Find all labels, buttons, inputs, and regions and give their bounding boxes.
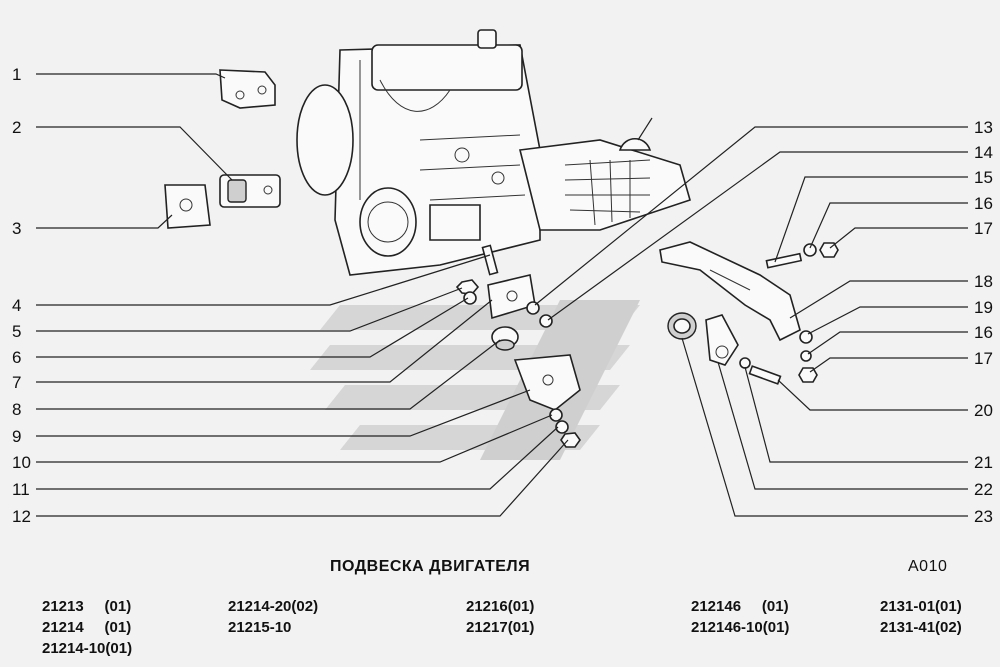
small-hardware-center bbox=[526, 301, 581, 448]
part-1-bracket bbox=[219, 69, 276, 109]
callouts-right: 13 14 15 16 17 18 19 16 17 20 21 22 23 bbox=[974, 118, 993, 526]
callout-2: 2 bbox=[12, 118, 21, 137]
callout-10: 10 bbox=[12, 453, 31, 472]
callout-16b: 16 bbox=[974, 323, 993, 342]
callouts-left: 1 2 3 4 5 6 7 8 9 10 11 12 bbox=[12, 65, 31, 526]
part-2-cushion bbox=[219, 174, 281, 208]
part-20-bolt bbox=[748, 365, 782, 385]
model-item: 21213 (01) bbox=[42, 598, 132, 615]
callout-14: 14 bbox=[974, 143, 993, 162]
callout-20: 20 bbox=[974, 401, 993, 420]
callout-11: 11 bbox=[12, 480, 30, 499]
model-item: 21215-10 bbox=[228, 619, 292, 636]
model-item: 212146-10(01) bbox=[691, 619, 790, 636]
model-item: 21214 (01) bbox=[42, 619, 132, 636]
callout-16: 16 bbox=[974, 194, 993, 213]
callout-8: 8 bbox=[12, 400, 21, 419]
part-support-bracket bbox=[513, 354, 581, 411]
callout-12: 12 bbox=[12, 507, 31, 526]
models-col-2: 21214-20(02) 21215-10 bbox=[228, 596, 318, 638]
part-3-plate bbox=[164, 184, 211, 229]
model-item: 212146 (01) bbox=[691, 598, 789, 615]
callout-19: 19 bbox=[974, 298, 993, 317]
models-col-1: 21213 (01) 21214 (01) 21214-10(01) bbox=[42, 596, 132, 659]
callout-21: 21 bbox=[974, 453, 993, 472]
leader-lines bbox=[36, 73, 968, 517]
callout-18: 18 bbox=[974, 272, 993, 291]
part-23-cushion bbox=[667, 312, 697, 340]
callout-9: 9 bbox=[12, 427, 21, 446]
callout-1: 1 bbox=[12, 65, 21, 84]
model-item: 21214-20(02) bbox=[228, 598, 319, 615]
small-hardware-right bbox=[798, 242, 839, 383]
part-21-washer bbox=[739, 357, 751, 369]
callout-6: 6 bbox=[12, 348, 21, 367]
part-22-bracket bbox=[705, 314, 739, 366]
models-col-5: 2131-01(01) 2131-41(02) bbox=[880, 596, 962, 638]
callout-17b: 17 bbox=[974, 349, 993, 368]
callout-7: 7 bbox=[12, 373, 21, 392]
callout-4: 4 bbox=[12, 296, 21, 315]
callout-17: 17 bbox=[974, 219, 993, 238]
model-item: 2131-01(01) bbox=[880, 598, 962, 615]
gearbox-assembly bbox=[519, 117, 691, 231]
models-col-3: 21216(01) 21217(01) bbox=[466, 596, 534, 638]
model-item: 21216(01) bbox=[466, 598, 535, 615]
diagram-title: ПОДВЕСКА ДВИГАТЕЛЯ bbox=[330, 558, 531, 575]
callout-13: 13 bbox=[974, 118, 993, 137]
engine-assembly bbox=[296, 29, 541, 276]
small-hardware-left bbox=[455, 279, 480, 305]
part-stud bbox=[481, 244, 499, 276]
callout-15: 15 bbox=[974, 168, 993, 187]
models-col-4: 212146 (01) 212146-10(01) bbox=[691, 596, 789, 638]
model-item: 2131-41(02) bbox=[880, 619, 962, 636]
part-18-crossmember bbox=[659, 241, 801, 342]
callout-5: 5 bbox=[12, 322, 21, 341]
part-8-cushion bbox=[491, 326, 519, 351]
callout-3: 3 bbox=[12, 219, 21, 238]
engine-mount-diagram: 1 2 3 4 5 6 7 8 9 10 11 12 13 14 15 16 1… bbox=[12, 29, 993, 526]
callout-23: 23 bbox=[974, 507, 993, 526]
callout-22: 22 bbox=[974, 480, 993, 499]
part-15-bolt bbox=[765, 252, 803, 269]
model-item: 21217(01) bbox=[466, 619, 535, 636]
diagram-code: А010 bbox=[908, 558, 948, 575]
model-item: 21214-10(01) bbox=[42, 640, 133, 657]
